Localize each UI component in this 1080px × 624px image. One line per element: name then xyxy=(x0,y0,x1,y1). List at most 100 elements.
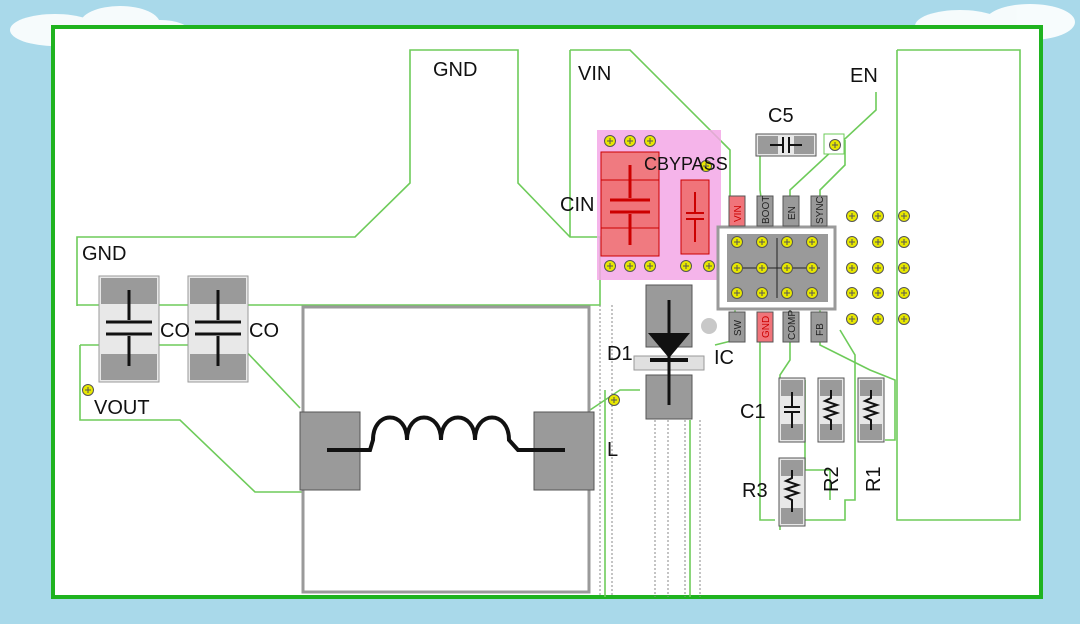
via-crosshair xyxy=(627,138,633,144)
resistor-icon xyxy=(821,390,841,430)
label-r3: R3 xyxy=(742,480,768,502)
vout-trace xyxy=(79,345,302,493)
label-r2: R2 xyxy=(821,466,843,492)
ic-pin-sync: SYNC xyxy=(810,195,828,227)
via-crosshair xyxy=(849,290,855,296)
label-r1: R1 xyxy=(863,466,885,492)
via-crosshair xyxy=(875,290,881,296)
via-crosshair xyxy=(809,265,815,271)
label-ic: IC xyxy=(714,347,734,369)
via-crosshair xyxy=(647,138,653,144)
vin-trace xyxy=(570,49,731,230)
via-crosshair xyxy=(849,265,855,271)
ic-pin-en: EN xyxy=(782,195,800,227)
via-crosshair xyxy=(734,265,740,271)
capacitor-icon xyxy=(106,290,152,366)
dotted-guides xyxy=(599,305,701,597)
capacitor-icon xyxy=(784,392,800,428)
pin-label-gnd: GND xyxy=(761,316,772,338)
ic-pin-sw: SW xyxy=(728,311,746,343)
via-crosshair xyxy=(784,239,790,245)
via-crosshair xyxy=(706,263,712,269)
via-crosshair xyxy=(759,290,765,296)
via-crosshair xyxy=(901,265,907,271)
co-capacitor-1 xyxy=(98,275,160,383)
label-cbypass: CBYPASS xyxy=(644,154,728,174)
diode-icon xyxy=(648,300,690,405)
ic-pin-comp: COMP xyxy=(782,310,800,343)
label-cin: CIN xyxy=(560,194,594,216)
resistor-icon xyxy=(861,390,881,430)
r1-resistor xyxy=(857,377,885,443)
via-crosshair xyxy=(734,290,740,296)
via-crosshair xyxy=(875,213,881,219)
label-co-2: CO xyxy=(249,320,279,342)
via-crosshair xyxy=(809,239,815,245)
label-en: EN xyxy=(850,65,878,87)
pin-label-vin: VIN xyxy=(733,205,744,222)
capacitor-icon xyxy=(610,165,650,245)
pin-label-comp: COMP xyxy=(787,310,798,340)
cin-capacitor xyxy=(600,151,660,257)
via-crosshair xyxy=(901,213,907,219)
label-gnd-top: GND xyxy=(433,59,477,81)
ic-pin-boot: BOOT xyxy=(756,195,774,227)
label-l: L xyxy=(607,439,618,461)
pin-label-sw: SW xyxy=(733,319,744,336)
pin-label-boot: BOOT xyxy=(761,196,772,224)
resistor-icon xyxy=(782,470,802,512)
pin-label-sync: SYNC xyxy=(815,196,826,224)
via-crosshair xyxy=(759,265,765,271)
ic-pin-vin: VIN xyxy=(728,195,746,227)
via-crosshair xyxy=(85,387,91,393)
capacitor-icon xyxy=(195,290,241,366)
r3-trace xyxy=(759,330,775,521)
co-capacitor-2 xyxy=(187,275,249,383)
via-crosshair xyxy=(734,239,740,245)
pin-label-fb: FB xyxy=(815,323,826,336)
via-crosshair xyxy=(849,239,855,245)
c1-capacitor xyxy=(778,377,806,443)
r3-resistor xyxy=(778,457,806,527)
d1-diode xyxy=(633,284,705,420)
via-crosshair xyxy=(875,239,881,245)
via-group xyxy=(82,135,910,406)
label-c1: C1 xyxy=(740,401,766,423)
label-d1: D1 xyxy=(607,343,633,365)
via-crosshair xyxy=(759,239,765,245)
via-crosshair xyxy=(627,263,633,269)
pin-label-en: EN xyxy=(787,206,798,220)
via-crosshair xyxy=(809,290,815,296)
label-vout: VOUT xyxy=(94,397,150,419)
via-crosshair xyxy=(849,213,855,219)
capacitor-icon xyxy=(770,137,802,153)
via-crosshair xyxy=(849,316,855,322)
ic-pin-gnd: GND xyxy=(756,311,774,343)
r2-resistor xyxy=(817,377,845,443)
via-crosshair xyxy=(703,163,709,169)
via-crosshair xyxy=(607,138,613,144)
via-crosshair xyxy=(611,397,617,403)
label-c5: C5 xyxy=(768,105,794,127)
en-pad-trace xyxy=(896,49,1021,521)
via-crosshair xyxy=(784,290,790,296)
via-crosshair xyxy=(901,316,907,322)
via-crosshair xyxy=(875,316,881,322)
via-crosshair xyxy=(607,263,613,269)
ic-pin1-marker xyxy=(701,318,717,334)
via-crosshair xyxy=(901,239,907,245)
via-crosshair xyxy=(647,263,653,269)
label-gnd-left: GND xyxy=(82,243,126,265)
label-co-1: CO xyxy=(160,320,190,342)
via-crosshair xyxy=(875,265,881,271)
via-crosshair xyxy=(784,265,790,271)
via-crosshair xyxy=(901,290,907,296)
via-crosshair xyxy=(683,263,689,269)
text-labels: GND VIN EN C5 CBYPASS CIN GND CO CO VOUT… xyxy=(82,59,885,502)
inductor-icon xyxy=(327,415,565,452)
label-vin: VIN xyxy=(578,63,611,85)
cbypass-capacitor xyxy=(680,179,710,255)
capacitor-icon xyxy=(686,192,704,242)
